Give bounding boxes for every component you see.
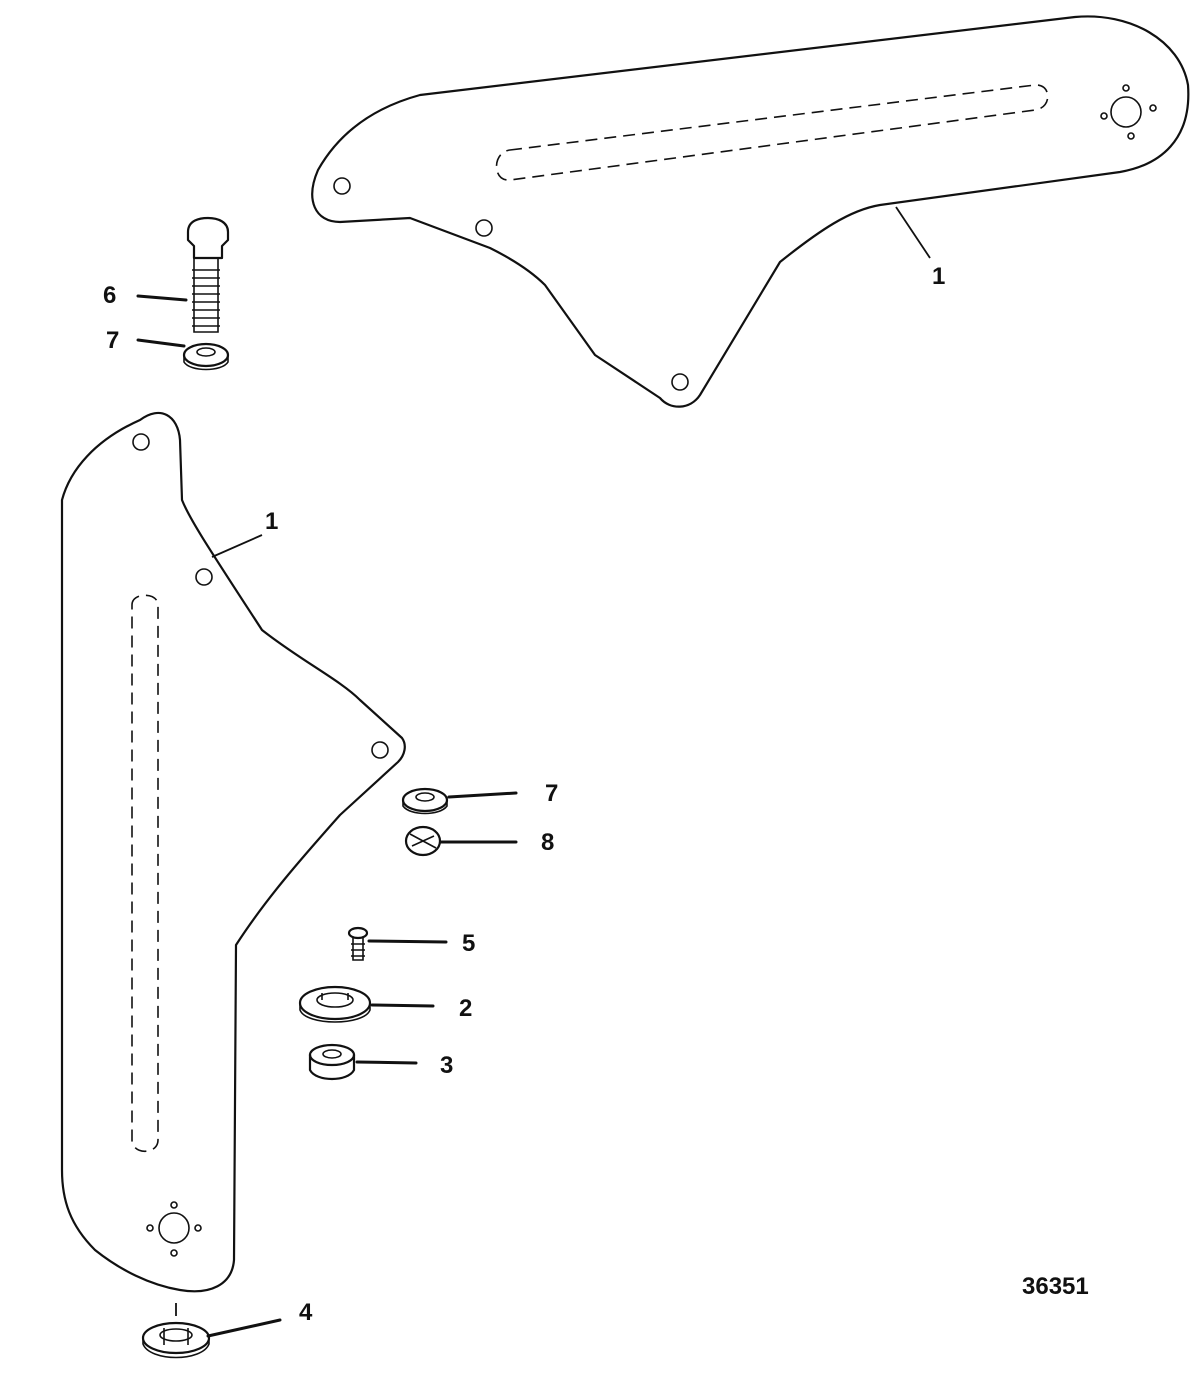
leader-lines: [136, 206, 931, 1338]
nut-part-8: [404, 825, 442, 857]
callout-1-lower: 1: [265, 508, 278, 535]
upper-bracket: [311, 15, 1190, 408]
washer-part-7-lower: [401, 787, 449, 815]
lower-bracket: [60, 411, 406, 1293]
callout-7-lower: 7: [545, 780, 558, 807]
callout-6: 6: [103, 282, 116, 309]
figure-number: 36351: [1022, 1273, 1089, 1300]
washer-part-7-upper: [182, 342, 230, 371]
bolt-part-6: [186, 216, 230, 333]
callout-7-upper: 7: [106, 327, 119, 354]
grommet-part-4: [141, 1303, 211, 1359]
callout-3: 3: [440, 1052, 453, 1079]
callout-5: 5: [462, 930, 475, 957]
callout-2: 2: [459, 995, 472, 1022]
grommet-part-2: [298, 985, 372, 1023]
spacer-part-3: [308, 1043, 356, 1081]
screw-part-5: [347, 926, 369, 961]
callout-4: 4: [299, 1299, 313, 1326]
callout-1-upper: 1: [932, 263, 945, 290]
callout-8: 8: [541, 829, 554, 856]
